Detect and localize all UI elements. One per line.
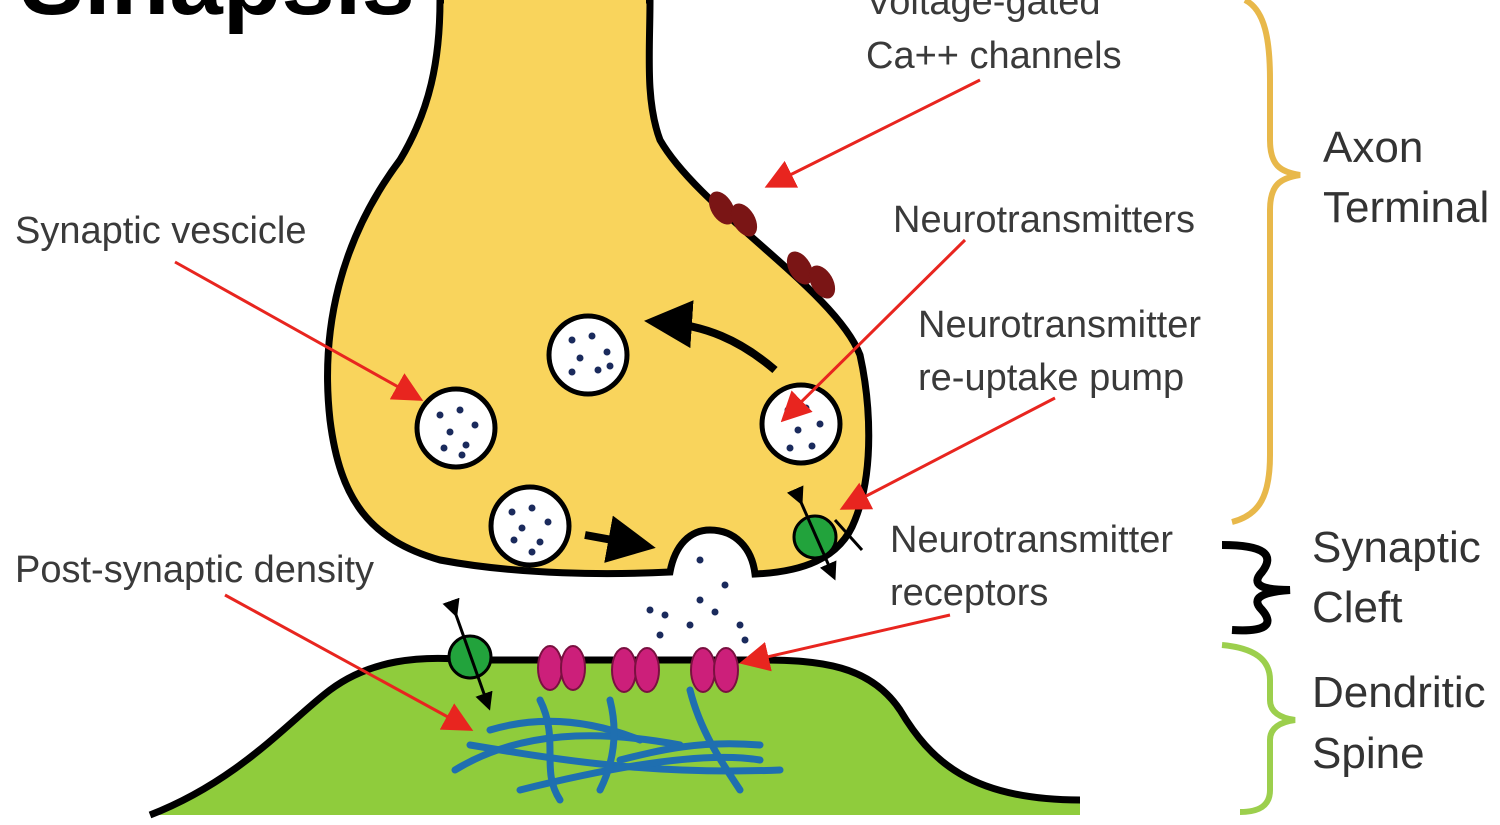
arrow-voltage-channels: [764, 78, 981, 188]
axon-top-mask: [444, 0, 646, 6]
region-spine-line1: Dendritic: [1312, 668, 1486, 717]
axon-terminal: [324, 0, 873, 578]
pointer-arrows: [174, 78, 1056, 731]
label-receptors-line1: Neurotransmitter: [890, 519, 1173, 561]
vesicle-right: [759, 382, 843, 466]
region-cleft-line2: Cleft: [1312, 583, 1402, 632]
arrow-neurotransmitters: [780, 238, 967, 423]
arrow-reuptake-pump: [839, 396, 1056, 510]
region-axon-line1: Axon: [1323, 123, 1423, 172]
receptor-3: [690, 647, 739, 693]
voltage-gated-channel-lower: [786, 251, 836, 299]
post-synaptic-filaments: [451, 686, 784, 804]
label-neurotransmitters: Neurotransmitters: [893, 199, 1195, 241]
vesicle-bottom: [488, 484, 572, 568]
voltage-gated-channel-upper: [708, 191, 758, 237]
released-neurotransmitters: [646, 556, 749, 644]
label-voltage-gated-line2: Ca++ channels: [866, 35, 1122, 77]
label-synaptic-vesicle: Synaptic vescicle: [15, 210, 306, 252]
region-axon-line2: Terminal: [1323, 183, 1489, 232]
arrow-post-synaptic-density: [224, 593, 474, 731]
recycle-arrow: [644, 300, 778, 374]
label-reuptake-line1: Neurotransmitter: [918, 304, 1201, 346]
fusion-arrow: [584, 515, 656, 563]
label-reuptake-line2: re-uptake pump: [918, 357, 1184, 399]
axon-terminal-brace: [1231, 0, 1301, 525]
label-post-synaptic-density: Post-synaptic density: [15, 549, 374, 591]
vesicle-top: [546, 313, 630, 397]
region-cleft-line1: Synaptic: [1312, 523, 1481, 572]
reuptake-pump-axon: [786, 485, 864, 581]
vesicle-left: [414, 386, 498, 470]
arrow-synaptic-vesicle: [174, 260, 424, 401]
title-text: Sinapsis: [20, 0, 415, 35]
label-receptors-line2: receptors: [890, 572, 1048, 614]
dendritic-spine-brace: [1221, 642, 1296, 815]
synaptic-cleft-brace: [1221, 541, 1291, 635]
label-voltage-gated-line1: Voltage-gated: [866, 0, 1101, 23]
arrow-receptors: [739, 613, 951, 672]
receptor-2: [611, 647, 660, 693]
reuptake-pump-spine: [442, 597, 493, 711]
receptor-1: [537, 645, 586, 691]
region-spine-line2: Spine: [1312, 729, 1425, 778]
